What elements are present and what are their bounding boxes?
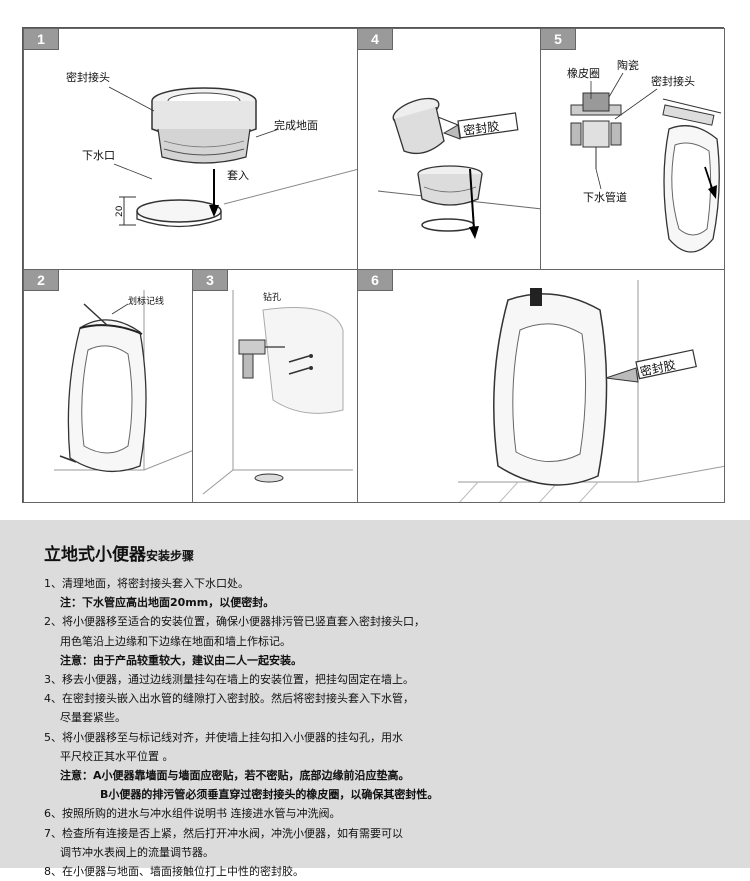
step-6-illustration: 密封胶	[458, 280, 724, 502]
step-4-illustration: 密封胶	[377, 97, 540, 239]
step-line: 3、移去小便器，通过边线测量挂勾在墙上的安装位置，把挂勾固定在墙上。	[44, 673, 414, 687]
step-line: 1、清理地面，将密封接头套入下水口处。	[44, 577, 249, 590]
step-note: 注：下水管应高出地面20mm，以便密封。	[60, 596, 275, 610]
label-drain-pipe: 下水管道	[583, 190, 627, 204]
step-line: 4、在密封接头嵌入出水管的缝隙打入密封胶。然后将密封接头套入下水管，	[44, 692, 414, 706]
step-3-badge: 3	[193, 270, 228, 291]
step-5-illustration: 橡皮圈 陶瓷 密封接头 下水管道	[567, 58, 722, 253]
step-line: 用色笔沿上边缘和下边缘在地面和墙上作标记。	[60, 634, 291, 648]
label-sealant-6: 密封胶	[639, 357, 677, 379]
panel-step-1: 密封接头 完成地面 下水口 套入 20 1	[23, 28, 358, 270]
step-line: 6、按照所购的进水与冲水组件说明书 连接进水管与冲洗阀。	[44, 807, 341, 821]
step-line: 尽量套紧些。	[60, 711, 126, 725]
step-line: 平尺校正其水平位置 。	[60, 749, 174, 763]
instruction-steps: 1、清理地面，将密封接头套入下水口处。 注：下水管应高出地面20mm，以便密封。…	[44, 574, 724, 881]
label-seal-joint-5: 密封接头	[651, 74, 695, 88]
step-note: 注意：由于产品较重较大，建议由二人一起安装。	[60, 653, 302, 667]
label-sealant: 密封胶	[462, 118, 500, 138]
step-line: 5、将小便器移至与标记线对齐，并使墙上挂勾扣入小便器的挂勾孔，用水	[44, 730, 403, 744]
panel-step-5: 橡皮圈 陶瓷 密封接头 下水管道 5	[540, 28, 725, 270]
title-sub: 安装步骤	[146, 549, 195, 563]
label-seal-joint: 密封接头	[66, 70, 110, 84]
panel-step-4: 密封胶 4	[357, 28, 541, 270]
step-6-badge: 6	[358, 270, 393, 291]
step-2-badge: 2	[24, 270, 59, 291]
step-line: 2、将小便器移至适合的安装位置，确保小便器排污管已竖直套入密封接头口，	[44, 615, 425, 629]
step-2-illustration: 划标记线	[54, 290, 192, 472]
label-mark-line: 划标记线	[128, 295, 164, 307]
step-line: 7、检查所有连接是否上紧，然后打开冲水阀，冲洗小便器，如有需要可以	[44, 826, 403, 840]
panel-step-6: 密封胶 6	[357, 269, 725, 503]
instructions-title: 立地式小便器安装步骤	[44, 540, 194, 565]
step-1-illustration: 密封接头 完成地面 下水口 套入 20	[66, 70, 357, 228]
label-drain-outlet: 下水口	[82, 149, 115, 162]
step-note: 注意：A小便器靠墙面与墙面应密贴，若不密贴，底部边缘前沿应垫高。	[60, 769, 410, 783]
step-4-badge: 4	[358, 29, 393, 50]
title-main: 立地式小便器	[44, 545, 146, 565]
step-3-illustration: 钻孔	[202, 290, 353, 495]
label-finished-floor: 完成地面	[274, 118, 318, 132]
step-line: 调节冲水表阀上的流量调节器。	[60, 845, 214, 859]
panel-step-3: 钻孔 3	[192, 269, 358, 503]
panel-step-2: 划标记线 2	[23, 269, 193, 503]
instructions-section: 立地式小便器安装步骤 1、清理地面，将密封接头套入下水口处。 注：下水管应高出地…	[0, 520, 750, 878]
label-rubber-ring: 橡皮圈	[567, 67, 600, 80]
step-note: B小便器的排污管必须垂直穿过密封接头的橡皮圈，以确保其密封性。	[100, 788, 439, 802]
illustration-grid: 密封接头 完成地面 下水口 套入 20 1	[22, 27, 725, 503]
label-height-20: 20	[115, 205, 125, 217]
label-drill-hole: 钻孔	[263, 291, 281, 303]
step-1-badge: 1	[24, 29, 59, 50]
step-5-badge: 5	[541, 29, 576, 50]
label-ceramic: 陶瓷	[617, 58, 639, 72]
label-insert: 套入	[227, 169, 249, 182]
step-line: 8、在小便器与地面、墙面接触位打上中性的密封胶。	[44, 865, 304, 879]
